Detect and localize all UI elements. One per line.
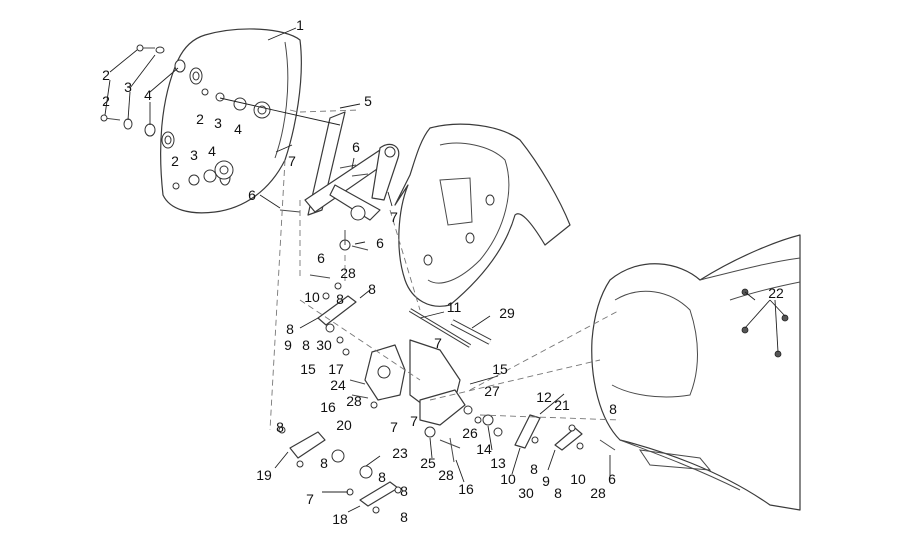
callout-label: 7: [288, 153, 296, 169]
callout-label: 22: [768, 285, 784, 301]
callout-label: 3: [214, 115, 222, 131]
callout-label: 11: [447, 299, 462, 315]
callout-label: 3: [190, 147, 198, 163]
left-bracket-hardware: [278, 274, 402, 514]
callout-leaders: [104, 27, 786, 513]
callout-label: 28: [438, 467, 454, 483]
callout-label: 6: [352, 139, 360, 155]
callout-label: 8: [554, 485, 562, 501]
callout-label: 23: [392, 445, 408, 461]
callout-label: 4: [234, 121, 242, 137]
windshield-hardware: [100, 44, 271, 190]
callout-label: 6: [317, 250, 325, 266]
callout-label: 2: [102, 93, 110, 109]
callout-label: 4: [144, 87, 152, 103]
support-rods: [408, 308, 492, 348]
front-fairing-part: [591, 234, 801, 511]
callout-label: 9: [542, 473, 550, 489]
callout-label: 8: [530, 461, 538, 477]
callout-label: 2: [171, 153, 179, 169]
callout-label: 10: [304, 289, 320, 305]
callout-label: 6: [248, 187, 256, 203]
callout-label: 8: [276, 419, 284, 435]
callout-label: 7: [410, 413, 418, 429]
callout-label: 3: [124, 79, 132, 95]
callout-label: 10: [500, 471, 516, 487]
callout-label: 21: [554, 397, 570, 413]
callout-label: 9: [284, 337, 292, 353]
callout-label: 15: [492, 361, 508, 377]
callout-label: 19: [256, 467, 272, 483]
callout-label: 6: [376, 235, 384, 251]
callout-label: 20: [336, 417, 352, 433]
callout-label: 10: [570, 471, 586, 487]
right-bracket-hardware: [449, 414, 616, 463]
callout-label: 26: [462, 425, 478, 441]
callout-label: 12: [536, 389, 552, 405]
callout-label: 13: [490, 455, 506, 471]
callout-label: 2: [102, 67, 110, 83]
callout-label: 5: [364, 93, 372, 109]
callout-label: 8: [400, 509, 408, 525]
callout-label: 8: [302, 337, 310, 353]
callout-label: 6: [608, 471, 616, 487]
callout-label: 14: [476, 441, 492, 457]
callout-label: 7: [434, 335, 442, 351]
callout-label: 8: [286, 321, 294, 337]
callout-label: 15: [300, 361, 316, 377]
callout-label: 28: [340, 265, 356, 281]
callout-label: 2: [196, 111, 204, 127]
callout-label: 30: [518, 485, 534, 501]
callout-label: 30: [316, 337, 332, 353]
callout-label: 28: [346, 393, 362, 409]
callout-label: 25: [420, 455, 436, 471]
callout-label: 16: [320, 399, 336, 415]
assembly-lines: [269, 109, 621, 431]
callout-label: 7: [390, 419, 398, 435]
windshield-bracket-part: [279, 111, 400, 251]
inner-fairing-part: [394, 123, 571, 307]
callout-label: 18: [332, 511, 348, 527]
callout-label: 17: [328, 361, 344, 377]
callout-label: 8: [320, 455, 328, 471]
instrument-mount-part: [364, 339, 494, 449]
callout-label: 27: [484, 383, 500, 399]
callout-label: 24: [330, 377, 346, 393]
callout-label: 8: [400, 483, 408, 499]
callout-label: 7: [390, 209, 398, 225]
callout-label: 4: [208, 143, 216, 159]
callout-label: 8: [378, 469, 386, 485]
callout-label: 8: [609, 401, 617, 417]
callout-label: 28: [590, 485, 606, 501]
callout-label: 16: [458, 481, 474, 497]
callout-label: 8: [336, 291, 344, 307]
callout-label: 29: [499, 305, 515, 321]
callout-label: 7: [306, 491, 314, 507]
callout-label: 1: [296, 17, 304, 33]
callout-labels: 1 2 2 3 4 2 3 4 2 3 4 5 6 7 6 7 6 6 28 8…: [102, 17, 784, 527]
callout-label: 8: [368, 281, 376, 297]
windshield-part: [160, 28, 302, 214]
